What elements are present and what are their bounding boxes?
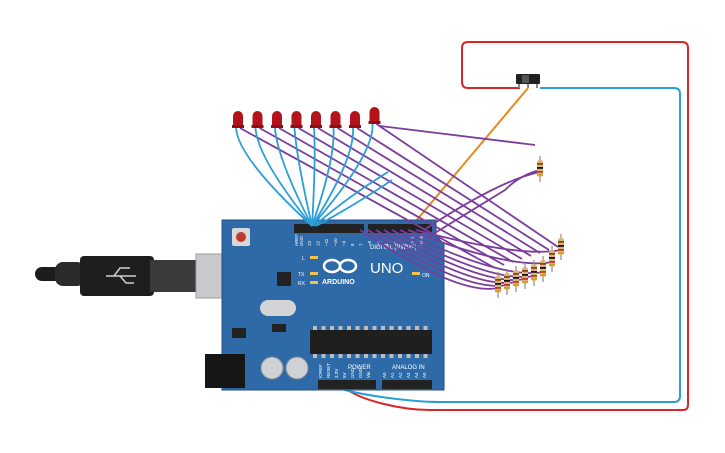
resistor-8[interactable] <box>558 234 564 260</box>
digital-pin-label-3: ~10 <box>333 238 338 246</box>
wire-blue-led-4[interactable] <box>293 127 313 227</box>
wire-purple-led-5[interactable] <box>317 127 532 257</box>
digital-pin-label-7: ~6 <box>367 240 372 246</box>
resistor-6[interactable] <box>540 256 546 282</box>
wire-blue-led-1[interactable] <box>235 127 313 227</box>
arduino-logo-icon <box>322 258 358 274</box>
led-2[interactable] <box>251 111 264 128</box>
resistor-9[interactable] <box>537 156 543 182</box>
led-6[interactable] <box>329 111 342 128</box>
power-label: POWER <box>348 365 371 371</box>
analog-header <box>382 380 432 389</box>
on-label: ON <box>422 273 430 279</box>
wire-blue-led-3[interactable] <box>274 127 313 227</box>
digital-pin-label-4: ~9 <box>341 240 346 246</box>
atmega-chip <box>310 326 432 358</box>
analog-pin-label-3: A3 <box>406 372 411 378</box>
rx-label: RX <box>298 281 306 287</box>
slide-switch[interactable] <box>516 74 540 88</box>
power-jack[interactable] <box>205 354 245 388</box>
power-pin-label-4: GND <box>350 367 355 378</box>
analog-pin-label-4: A4 <box>414 372 419 378</box>
digital-header-2 <box>368 224 432 233</box>
digital-pin-label-8: ~5 <box>376 240 381 246</box>
power-pin-label-6: Vin <box>366 371 371 378</box>
analog-label: ANALOG IN <box>392 365 425 371</box>
wire-blue-led-2[interactable] <box>254 127 313 227</box>
wire-purple-res-9[interactable] <box>423 171 541 231</box>
wire-blue-gnd-extra-1[interactable] <box>313 171 389 227</box>
digital-pin-label-2: ~11 <box>324 238 329 246</box>
header-label-0: AREF <box>294 234 299 246</box>
header-label-1: GND <box>299 235 304 246</box>
wire-blue-led-5[interactable] <box>311 127 316 227</box>
wire-blue-led-7[interactable] <box>311 127 354 227</box>
digital-label: DIGITAL (PWM~) <box>370 245 417 251</box>
usb-icon <box>106 267 136 284</box>
resistor-5[interactable] <box>531 260 537 286</box>
wire-purple-res-1[interactable] <box>359 229 499 290</box>
led-5[interactable] <box>310 111 322 128</box>
l-label: L <box>302 256 305 262</box>
digital-pin-label-1: 12 <box>316 240 321 246</box>
resistor-3[interactable] <box>513 266 519 292</box>
digital-pin-label-5: 8 <box>350 243 355 246</box>
power-pin-label-0: IOREF <box>318 364 323 378</box>
led-1[interactable] <box>232 111 244 128</box>
arduino-uno-board[interactable]: UNO ARDUINO DIGITAL (PWM~) POWER ANALOG … <box>205 219 445 391</box>
analog-pin-label-0: A0 <box>382 372 387 378</box>
wire-purple-led-3[interactable] <box>278 127 514 263</box>
board-brand: ARDUINO <box>322 279 355 286</box>
wire-blue-gnd-loop[interactable] <box>337 87 681 403</box>
analog-pin-label-2: A2 <box>398 372 403 378</box>
resistor-4[interactable] <box>522 263 528 289</box>
resistor-1[interactable] <box>495 272 501 298</box>
power-pin-label-3: 5V <box>342 372 347 378</box>
wire-purple-led-1[interactable] <box>239 127 496 269</box>
led-3[interactable] <box>271 111 283 128</box>
resistor-7[interactable] <box>549 246 555 272</box>
wire-blue-gnd-extra-2[interactable] <box>315 179 393 227</box>
digital-pin-label-10: ~3 <box>393 240 398 246</box>
tx-label: TX <box>298 272 305 278</box>
wire-purple-led-8[interactable] <box>375 123 559 248</box>
board-model: UNO <box>370 260 403 277</box>
wire-blue-led-6[interactable] <box>311 127 335 227</box>
power-pin-label-1: RESET <box>326 363 331 378</box>
usb-b-cable[interactable] <box>35 253 239 299</box>
led-7[interactable] <box>349 111 361 128</box>
power-header <box>318 380 376 389</box>
power-pin-label-2: 3.3V <box>334 369 339 378</box>
wire-purple-top-2[interactable] <box>429 169 541 237</box>
digital-pin-label-11: 2 <box>402 243 407 246</box>
wire-purple-led-4[interactable] <box>298 127 523 260</box>
analog-pin-label-5: A5 <box>422 372 427 378</box>
wire-purple-led-6[interactable] <box>337 127 541 254</box>
digital-header-1 <box>294 224 364 233</box>
digital-pin-label-0: 13 <box>307 240 312 246</box>
analog-pin-label-1: A1 <box>390 372 395 378</box>
led-8[interactable] <box>368 107 381 124</box>
power-pin-label-5: GND <box>358 367 363 378</box>
wire-blue-led-8[interactable] <box>311 123 374 227</box>
wire-purple-top[interactable] <box>379 125 536 146</box>
digital-pin-label-6: 7 <box>359 243 364 246</box>
wire-red-power-loop[interactable] <box>344 41 689 411</box>
resistor-2[interactable] <box>504 269 510 295</box>
digital-pin-label-9: 4 <box>384 243 389 246</box>
wire-purple-led-7[interactable] <box>356 127 550 251</box>
led-4[interactable] <box>290 111 303 128</box>
